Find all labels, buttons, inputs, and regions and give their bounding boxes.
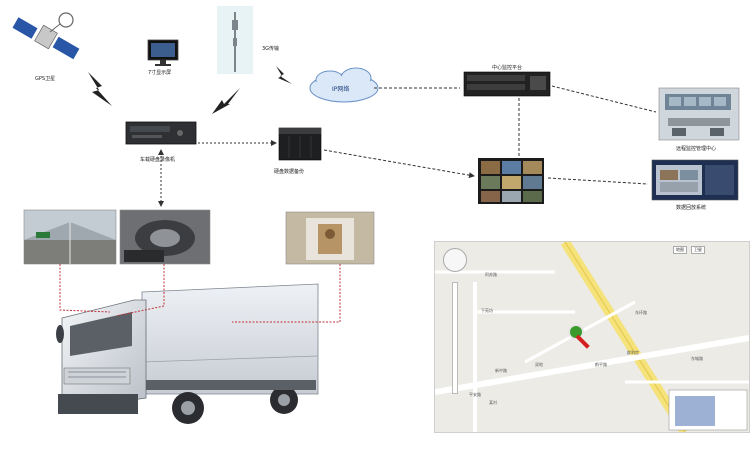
monitor-label: 7寸显示屏 xyxy=(148,70,172,76)
playback-system-label: 数据回放系统 xyxy=(676,205,707,211)
control-room-photo xyxy=(658,87,740,141)
gps-map[interactable]: 地图 卫星 阿苏路 下苑坊 东环路 双地 群利宫 新中路 鹤平路 东城路 平安路… xyxy=(434,241,750,433)
remote-center-label: 远程监控管理中心 xyxy=(676,146,717,152)
map-place-label: 群利宫 xyxy=(627,350,639,355)
camera-photo-road xyxy=(23,209,117,265)
playback-screen xyxy=(651,159,739,201)
map-roads xyxy=(435,242,749,432)
map-place-label: 阿苏路 xyxy=(485,272,497,277)
monitor-icon xyxy=(147,39,179,66)
connectors xyxy=(158,85,657,207)
map-place-label: 双地 xyxy=(535,362,543,367)
map-place-label: 平安路 xyxy=(469,392,481,397)
wireless-signal-icon xyxy=(212,88,240,114)
map-place-label: 新中路 xyxy=(495,368,507,373)
tower-3g-label: 3G传输 xyxy=(262,46,280,52)
map-place-label: 东环路 xyxy=(635,310,647,315)
satellite-type-button[interactable]: 卫星 xyxy=(691,246,705,254)
map-place-label: 鹤平路 xyxy=(595,362,607,367)
storage-label: 硬盘数据备份 xyxy=(274,169,305,175)
map-zoom-control[interactable] xyxy=(443,248,467,272)
map-type-button[interactable]: 地图 xyxy=(673,246,687,254)
map-place-label: 东城路 xyxy=(691,356,703,361)
gps-satellite-icon xyxy=(12,12,80,60)
antenna-tower-icon xyxy=(217,6,253,74)
wireless-signal-icon xyxy=(276,66,292,84)
map-zoom-slider[interactable] xyxy=(452,282,458,394)
ip-network-label: IP网络 xyxy=(332,86,350,93)
camera-wiring xyxy=(59,264,341,323)
gps-satellite-label: GPS卫星 xyxy=(35,76,56,82)
map-place-label: 某村 xyxy=(489,400,497,405)
central-platform-label: 中心监控平台 xyxy=(492,65,523,71)
ip-network-cloud-icon xyxy=(309,67,379,103)
camera-photo-cab xyxy=(119,209,211,265)
camera-photo-cargo xyxy=(285,211,375,265)
map-place-label: 下苑坊 xyxy=(481,308,493,313)
storage-device-icon xyxy=(278,127,322,161)
truck-illustration xyxy=(56,283,319,424)
wireless-signal-icon xyxy=(88,72,112,106)
rack-server-icon xyxy=(463,71,551,97)
video-wall-icon xyxy=(478,158,544,204)
dvr-device-icon xyxy=(125,121,197,145)
dvr-label: 车载硬盘录像机 xyxy=(140,157,176,163)
